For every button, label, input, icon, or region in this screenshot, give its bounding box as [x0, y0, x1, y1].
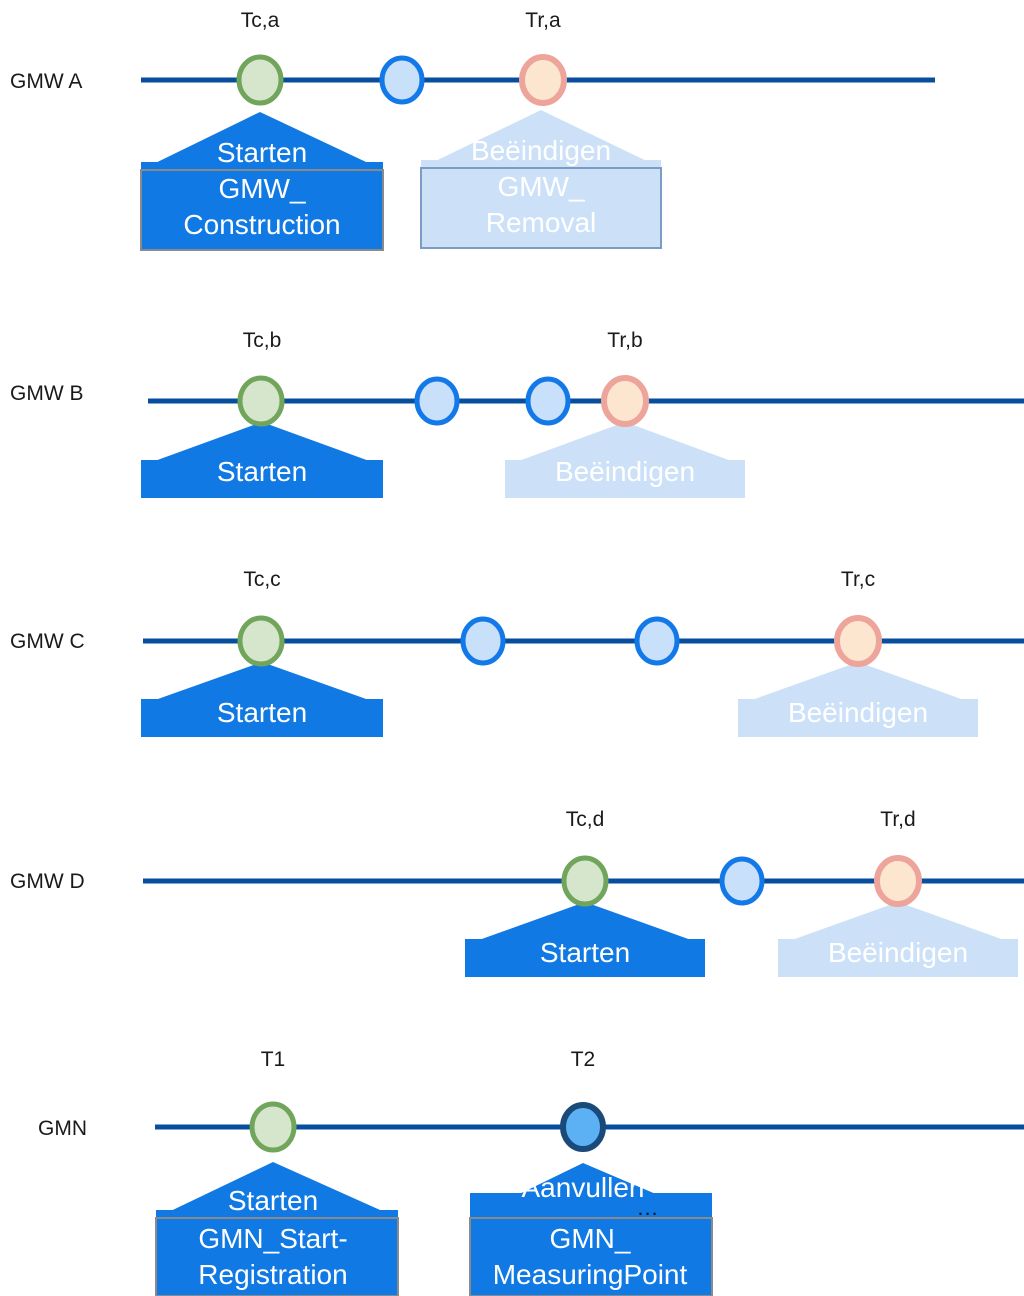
house-starten-gmw-b[interactable]: Starten	[141, 422, 383, 498]
house-box	[420, 167, 662, 249]
house-box-line-2: Removal	[486, 207, 596, 238]
marker-blue-observation-2[interactable]	[634, 616, 680, 666]
house-beeindigen-gmw-c[interactable]: Beëindigen	[738, 662, 978, 737]
house-box-line-2: MeasuringPoint	[493, 1259, 688, 1290]
marker-green-construction[interactable]	[237, 615, 285, 667]
house-box-line-1: GMW_	[218, 173, 306, 204]
house-roof-label: Starten	[228, 1185, 318, 1216]
marker-green-start[interactable]	[249, 1101, 297, 1153]
house-roof-label: Starten	[540, 937, 630, 968]
house-roof-base	[505, 460, 745, 498]
row-label-gmw-a: GMW A	[10, 70, 82, 93]
house-roof-label: Beëindigen	[788, 697, 928, 728]
row-gmw-c: Tc,c Tr,c GMW C Starten Beëindigen	[10, 568, 1024, 737]
house-roof-label: Starten	[217, 456, 307, 487]
house-roof-label: Aanvullen	[522, 1172, 645, 1203]
house-roof-label-ellipsis: ...	[637, 1195, 658, 1220]
row-gmn: T1 T2 GMN Starten GMN_Start- Registratio…	[38, 1048, 1024, 1296]
tick-tr-d: Tr,d	[880, 808, 915, 831]
house-roof-label: Beëindigen	[555, 456, 695, 487]
marker-blue-observation[interactable]	[379, 55, 425, 105]
house-roof-label: Beëindigen	[828, 937, 968, 968]
marker-blue-observation-1[interactable]	[414, 376, 460, 426]
house-box	[155, 1217, 399, 1296]
house-starten-gmn-startregistration[interactable]: Starten GMN_Start- Registration	[155, 1162, 399, 1296]
house-roof-base	[778, 939, 1018, 977]
row-gmw-a: Tc,a Tr,a GMW A Starten GMW_ Constructio…	[10, 9, 935, 251]
row-label-gmw-d: GMW D	[10, 870, 85, 893]
house-roof-base	[141, 460, 383, 498]
house-roof-base	[465, 939, 705, 977]
marker-green-construction[interactable]	[236, 54, 284, 106]
house-box-line-1: GMN_Start-	[198, 1223, 347, 1254]
marker-navy-measuringpoint[interactable]	[560, 1102, 606, 1152]
house-roof	[156, 1162, 398, 1218]
house-roof	[141, 112, 383, 170]
marker-red-removal[interactable]	[874, 855, 922, 907]
house-starten-gmw-construction[interactable]: Starten GMW_ Construction	[140, 112, 384, 251]
house-box-line-2: Construction	[183, 209, 340, 240]
marker-blue-observation-1[interactable]	[460, 616, 506, 666]
house-roof-base	[738, 699, 978, 737]
house-roof	[421, 110, 661, 168]
house-roof	[465, 902, 705, 945]
house-roof-label: Beëindigen	[471, 135, 611, 166]
house-roof-label: Starten	[217, 137, 307, 168]
row-label-gmn: GMN	[38, 1117, 87, 1140]
tick-tr-a: Tr,a	[525, 9, 561, 32]
house-starten-gmw-c[interactable]: Starten	[141, 662, 383, 737]
house-beeindigen-gmw-b[interactable]: Beëindigen	[505, 422, 745, 498]
house-box	[140, 169, 384, 251]
house-box-line-2: Registration	[198, 1259, 347, 1290]
house-starten-gmw-d[interactable]: Starten	[465, 902, 705, 977]
row-gmw-d: Tc,d Tr,d GMW D Starten Beëindigen	[10, 808, 1024, 977]
house-beeindigen-gmw-d[interactable]: Beëindigen	[778, 902, 1018, 977]
marker-red-removal[interactable]	[601, 375, 649, 427]
tick-tc-c: Tc,c	[243, 568, 280, 591]
marker-green-construction[interactable]	[561, 855, 609, 907]
row-label-gmw-c: GMW C	[10, 630, 85, 653]
tick-tc-a: Tc,a	[241, 9, 280, 32]
house-roof-label: Starten	[217, 697, 307, 728]
tick-tr-c: Tr,c	[841, 568, 875, 591]
tick-tc-d: Tc,d	[566, 808, 605, 831]
house-roof	[505, 422, 745, 466]
house-roof	[141, 422, 383, 466]
row-gmw-b: Tc,b Tr,b GMW B Starten Beëindigen	[10, 329, 1024, 498]
house-roof	[738, 662, 978, 705]
house-aanvullen-gmn-measuringpoint[interactable]: Aanvullen ... GMN_ MeasuringPoint	[469, 1163, 713, 1296]
house-roof	[778, 902, 1018, 945]
marker-blue-observation-2[interactable]	[525, 376, 571, 426]
house-roof-base	[141, 699, 383, 737]
house-box-line-1: GMW_	[497, 171, 585, 202]
marker-blue-observation[interactable]	[719, 856, 765, 906]
tick-tc-b: Tc,b	[243, 329, 282, 352]
row-label-gmw-b: GMW B	[10, 382, 84, 405]
marker-red-removal[interactable]	[519, 54, 567, 106]
marker-green-construction[interactable]	[237, 375, 285, 427]
marker-red-removal[interactable]	[834, 615, 882, 667]
tick-tr-b: Tr,b	[607, 329, 642, 352]
house-box	[469, 1217, 713, 1296]
tick-t1: T1	[261, 1048, 286, 1071]
house-beeindigen-gmw-removal[interactable]: Beëindigen GMW_ Removal	[420, 110, 662, 249]
tick-t2: T2	[571, 1048, 596, 1071]
house-box-line-1: GMN_	[550, 1223, 631, 1254]
house-roof	[141, 662, 383, 705]
